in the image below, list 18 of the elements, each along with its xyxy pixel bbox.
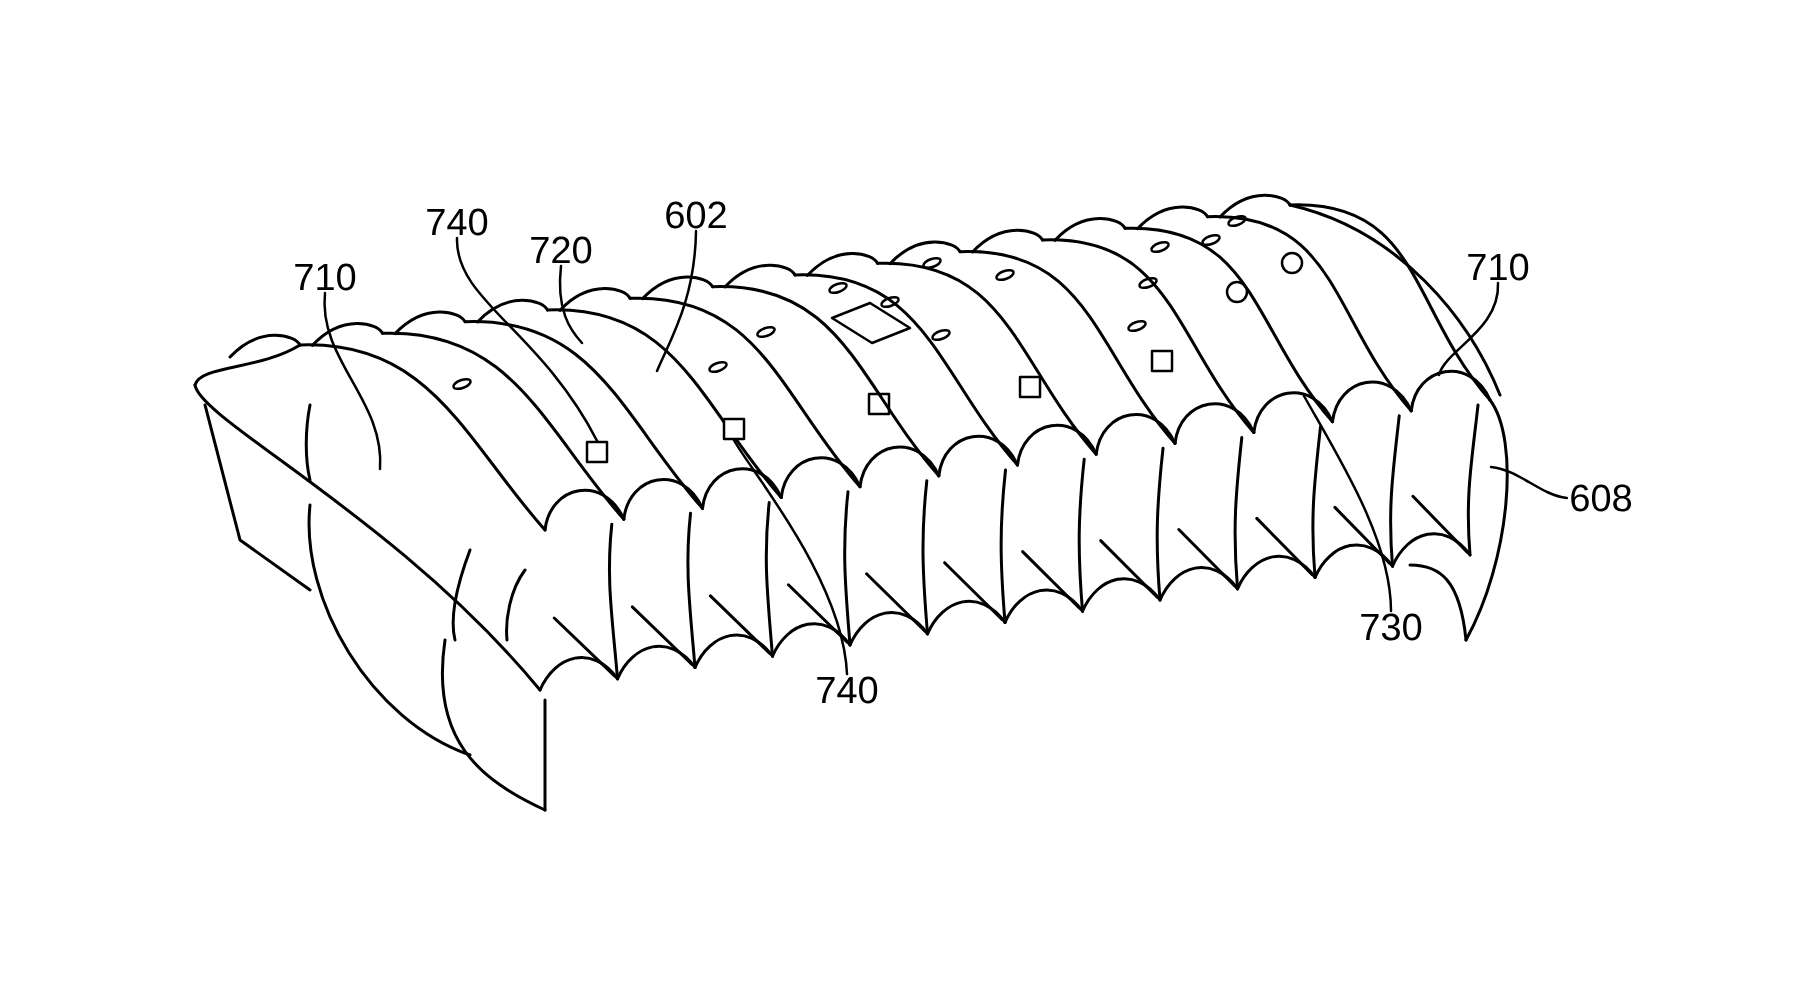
reference-numeral: 740	[817, 676, 878, 704]
leader-line	[655, 229, 698, 373]
leader-line	[732, 439, 849, 676]
leader-line	[1489, 465, 1569, 500]
leader-line	[323, 291, 382, 471]
sensor-square	[585, 440, 609, 464]
reference-numeral: 740	[427, 208, 488, 236]
reference-numeral: 710	[1468, 253, 1529, 281]
leader-line	[1302, 394, 1393, 613]
reference-numeral: 602	[666, 201, 726, 229]
reference-numeral: 710	[295, 263, 356, 291]
leader-line	[558, 264, 584, 345]
sensor-square	[722, 417, 746, 441]
reference-numeral: 730	[1361, 613, 1422, 641]
reference-numeral: 720	[531, 236, 592, 264]
leader-line	[1437, 281, 1500, 377]
leader-line	[455, 236, 599, 442]
reference-numeral: 608	[1571, 484, 1632, 512]
